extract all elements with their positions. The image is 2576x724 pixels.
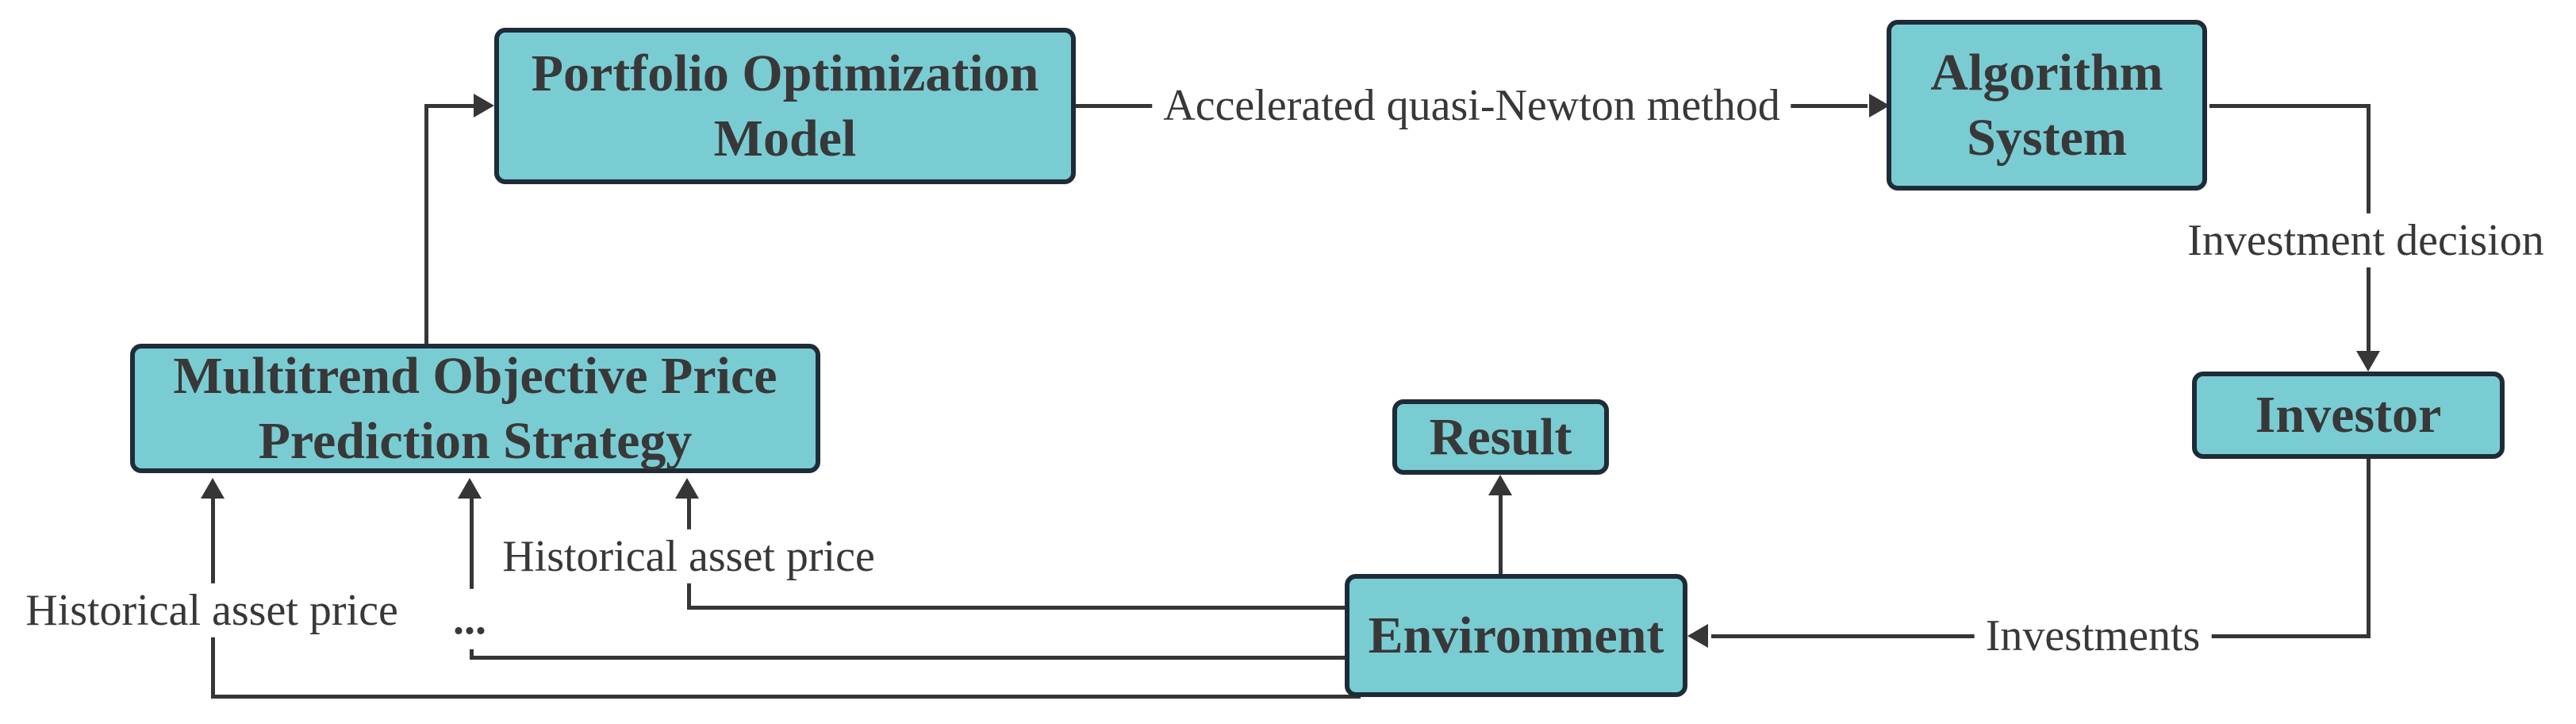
arrowhead-into-strategy-2-icon xyxy=(458,478,482,499)
arrowhead-into-result-icon xyxy=(1488,475,1512,495)
node-portfolio-optimization-model: Portfolio Optimization Model xyxy=(494,28,1076,184)
node-result: Result xyxy=(1392,399,1609,475)
connector-environment-to-result xyxy=(1499,494,1503,574)
node-multitrend-prediction-strategy: Multitrend Objective Price Prediction St… xyxy=(130,344,820,473)
arrowhead-into-strategy-3-icon xyxy=(675,478,699,499)
arrowhead-into-strategy-1-icon xyxy=(201,478,225,499)
arrowhead-into-environment-icon xyxy=(1687,624,1708,648)
node-environment: Environment xyxy=(1345,574,1687,697)
arrowhead-into-algorithm-icon xyxy=(1869,94,1890,117)
connector-algorithm-to-investor-horizontal xyxy=(2209,104,2371,108)
edge-label-investments: Investments xyxy=(1974,608,2212,664)
connector-environment-to-strategy-2-horizontal xyxy=(470,656,1345,660)
connector-environment-to-strategy-3-horizontal xyxy=(687,606,1345,610)
connector-environment-to-strategy-1-horizontal xyxy=(211,695,1361,699)
edge-label-historical-asset-price-left: Historical asset price xyxy=(14,583,409,638)
edge-label-investment-decision: Investment decision xyxy=(2176,213,2555,268)
node-algorithm-system: Algorithm System xyxy=(1887,20,2207,191)
node-investor: Investor xyxy=(2192,372,2505,459)
connector-environment-to-strategy-2-vertical xyxy=(470,497,474,659)
edge-label-ellipsis: ... xyxy=(432,588,507,650)
arrowhead-into-investor-icon xyxy=(2356,351,2380,372)
edge-label-historical-asset-price-right: Historical asset price xyxy=(491,529,886,584)
connector-strategy-to-model-horizontal xyxy=(424,104,474,108)
edge-label-quasi-newton: Accelerated quasi-Newton method xyxy=(1152,78,1791,133)
connector-investor-to-environment-vertical xyxy=(2367,459,2371,638)
connector-strategy-to-model-vertical xyxy=(424,104,428,344)
arrowhead-into-model-icon xyxy=(474,94,494,117)
